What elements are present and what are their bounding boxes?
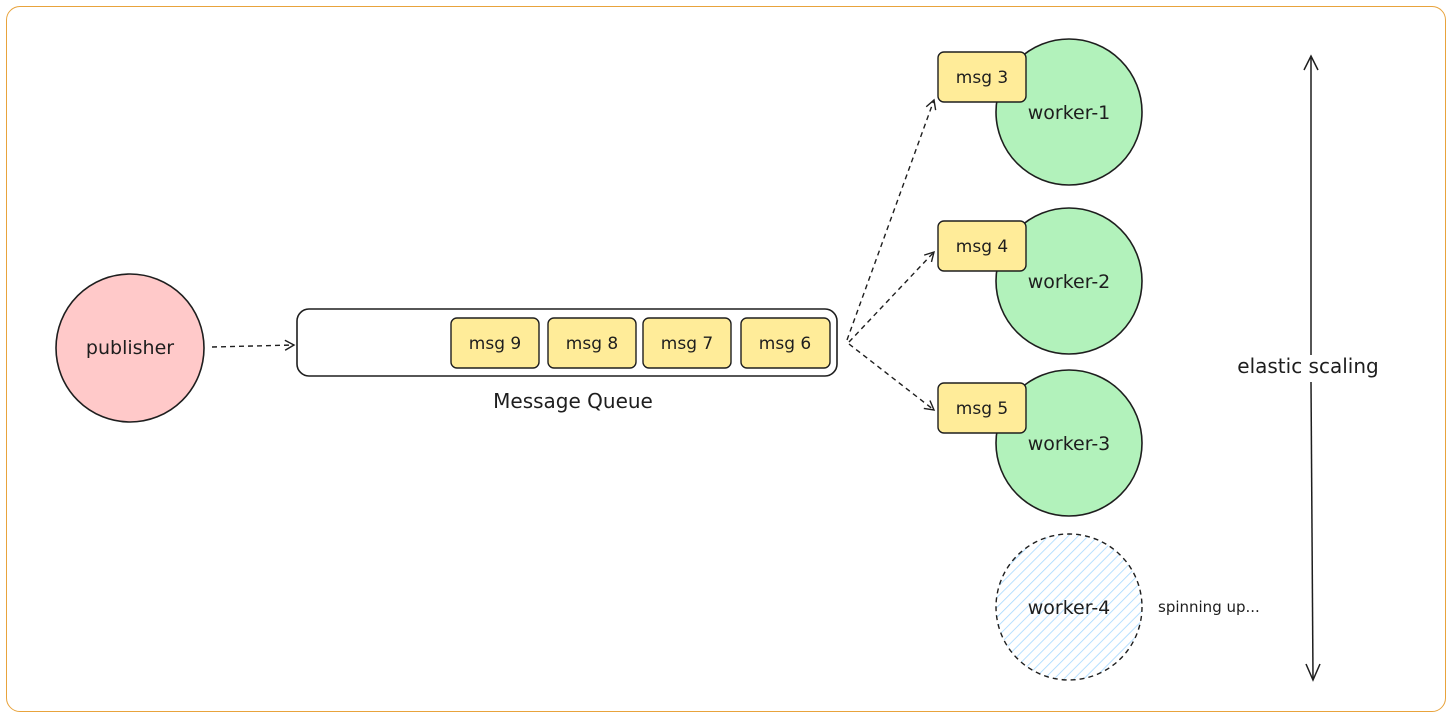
dispatch-arrow-worker-2 xyxy=(848,250,935,343)
queue-caption: Message Queue xyxy=(493,389,653,413)
worker-label: worker-2 xyxy=(1028,271,1111,293)
pending-worker-label: worker-4 xyxy=(1028,597,1111,619)
publisher-circle xyxy=(55,273,205,423)
worker-4-node: worker-4 spinning up... xyxy=(995,533,1260,681)
dispatch-arrow-worker-3 xyxy=(848,343,936,411)
queue-message-label: msg 6 xyxy=(759,334,811,354)
pending-worker-circle xyxy=(995,533,1143,681)
elastic-scaling-indicator: elastic scaling xyxy=(1237,54,1379,682)
queue-message-4: msg 6 xyxy=(740,317,831,369)
publisher-label: publisher xyxy=(86,337,174,359)
dispatch-arrow-worker-1 xyxy=(846,98,937,341)
worker-message-label: msg 5 xyxy=(956,399,1008,419)
worker-label: worker-1 xyxy=(1028,102,1111,124)
worker-message-label: msg 3 xyxy=(956,68,1008,88)
queue-message-label: msg 8 xyxy=(566,334,618,354)
scaling-arrow-up-head xyxy=(1303,54,1319,71)
worker-circle xyxy=(995,369,1143,517)
pending-worker-status: spinning up... xyxy=(1158,598,1260,616)
queue-message-2: msg 8 xyxy=(547,317,637,369)
worker-message-card xyxy=(937,382,1027,434)
publish-arrow xyxy=(211,339,296,351)
worker-circle xyxy=(995,207,1143,355)
worker-message-card xyxy=(937,51,1027,103)
diagram-frame xyxy=(6,6,1446,712)
queue-message-3: msg 7 xyxy=(642,317,732,369)
scaling-arrow-bottom xyxy=(1310,381,1314,679)
worker-1-node: worker-1 msg 3 xyxy=(937,38,1143,186)
queue-message-1: msg 9 xyxy=(450,317,540,369)
queue-message-label: msg 9 xyxy=(469,334,521,354)
worker-3-node: worker-3 msg 5 xyxy=(937,369,1143,517)
worker-message-label: msg 4 xyxy=(956,237,1008,257)
worker-2-node: worker-2 msg 4 xyxy=(937,207,1143,355)
worker-message-card xyxy=(937,220,1027,272)
message-queue: msg 9 msg 8 msg 7 msg 6 Message Queue xyxy=(296,308,838,413)
scaling-arrow-down-head xyxy=(1305,663,1321,682)
worker-circle xyxy=(995,38,1143,186)
worker-label: worker-3 xyxy=(1028,433,1111,455)
scaling-label: elastic scaling xyxy=(1237,354,1378,378)
publisher-node: publisher xyxy=(55,273,205,423)
queue-message-label: msg 7 xyxy=(661,334,713,354)
